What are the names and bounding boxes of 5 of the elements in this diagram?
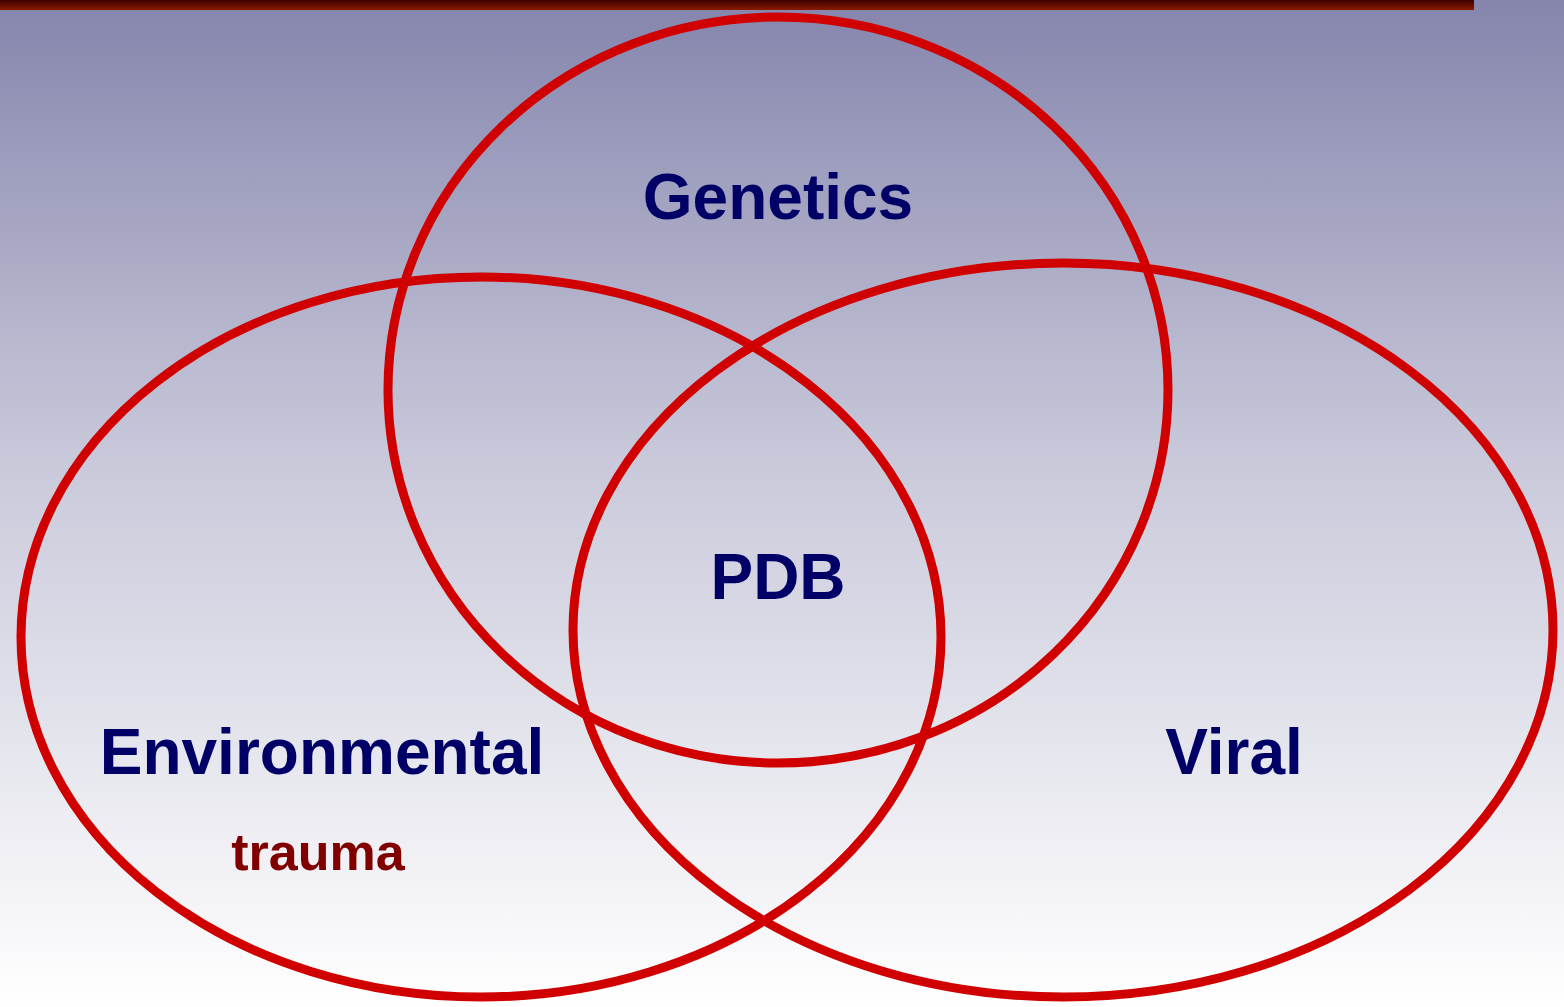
set-label: Environmental	[99, 720, 545, 784]
set-label: Viral	[1165, 720, 1303, 784]
set-label: Genetics	[642, 165, 914, 229]
set-example: trauma	[231, 826, 405, 878]
intersection-label: PDB	[710, 545, 846, 609]
